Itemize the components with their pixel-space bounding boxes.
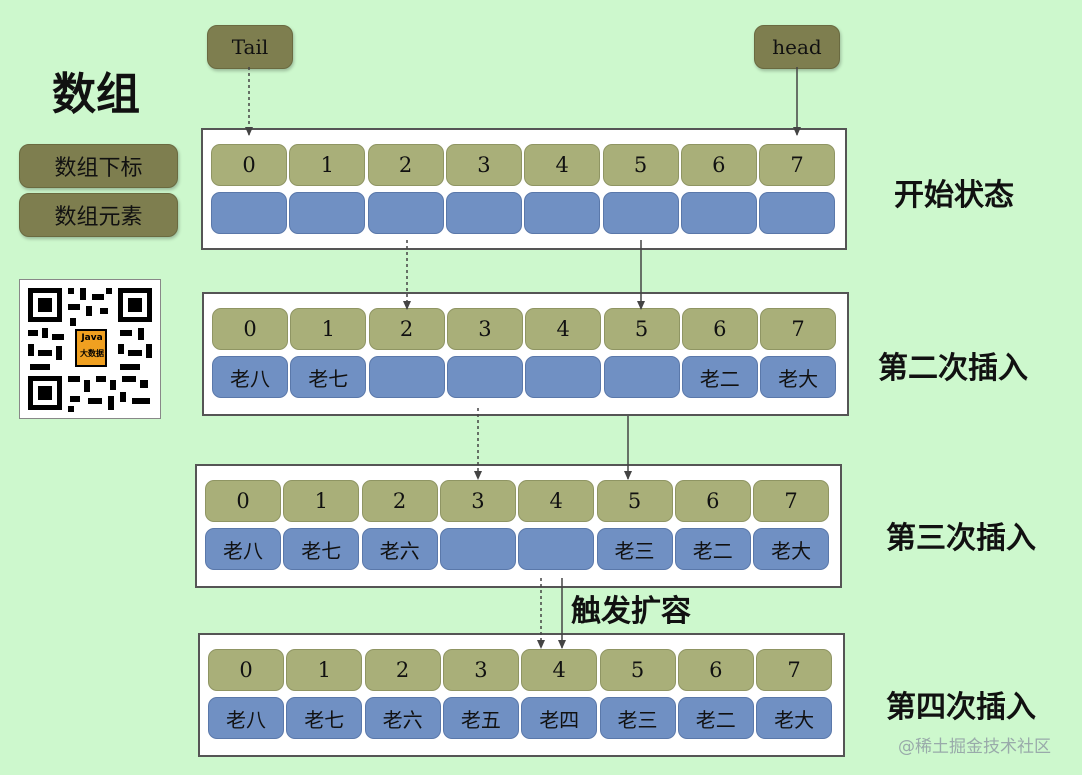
- element-cell: 老大: [753, 528, 830, 570]
- element-cell: 老四: [521, 697, 598, 739]
- index-cell: 5: [596, 480, 673, 522]
- tail-pointer-tag: Tail: [207, 25, 293, 69]
- index-cell: 7: [753, 480, 830, 522]
- index-cell: 3: [445, 144, 522, 186]
- index-cell: 5: [602, 144, 679, 186]
- index-cell: 6: [674, 480, 751, 522]
- index-cell: 6: [680, 144, 757, 186]
- element-cell: [439, 528, 516, 570]
- expand-label: 触发扩容: [571, 594, 691, 629]
- index-cell: 7: [759, 144, 836, 186]
- element-cell: 老七: [286, 697, 363, 739]
- element-cell: 老六: [364, 697, 441, 739]
- element-cell: 老八: [205, 528, 281, 570]
- page-title: 数组: [52, 69, 140, 120]
- index-cell: 2: [368, 308, 445, 350]
- element-cell: 老三: [599, 697, 676, 739]
- element-cell: [518, 528, 595, 570]
- index-cell: 2: [361, 480, 438, 522]
- index-cell: 7: [756, 649, 833, 691]
- element-cell: [602, 192, 679, 234]
- element-cell: [759, 192, 836, 234]
- element-cell: 老五: [442, 697, 519, 739]
- element-cell: [445, 192, 522, 234]
- element-cell: [603, 356, 680, 398]
- element-cell: [211, 192, 287, 234]
- qr-code: Java 大数据: [19, 279, 161, 419]
- index-cell: 1: [283, 480, 360, 522]
- index-cell: 4: [518, 480, 595, 522]
- index-cell: 0: [208, 649, 284, 691]
- element-cell: 老二: [681, 356, 758, 398]
- head-pointer-tag: head: [754, 25, 840, 69]
- qr-badge-line2: 大数据: [80, 349, 104, 358]
- element-cell: [289, 192, 366, 234]
- element-cell: 老三: [596, 528, 673, 570]
- legend-index: 数组下标: [19, 144, 178, 188]
- element-cell: [525, 356, 602, 398]
- index-cell: 0: [211, 144, 287, 186]
- index-cell: 5: [603, 308, 680, 350]
- index-cell: 1: [286, 649, 363, 691]
- element-cell: 老七: [283, 528, 360, 570]
- stage-label-fourth: 第四次插入: [886, 690, 1036, 725]
- index-cell: 6: [677, 649, 754, 691]
- element-cell: 老大: [760, 356, 837, 398]
- element-cell: [446, 356, 523, 398]
- index-cell: 7: [760, 308, 837, 350]
- element-cell: [367, 192, 444, 234]
- element-cell: 老二: [674, 528, 751, 570]
- legend-element: 数组元素: [19, 193, 178, 237]
- index-cell: 2: [367, 144, 444, 186]
- index-cell: 3: [446, 308, 523, 350]
- stage-label-start: 开始状态: [894, 178, 1014, 213]
- qr-badge-line1: Java: [81, 333, 103, 343]
- index-cell: 1: [290, 308, 367, 350]
- index-cell: 4: [524, 144, 601, 186]
- stage-label-second: 第二次插入: [878, 351, 1028, 386]
- index-cell: 5: [599, 649, 676, 691]
- element-cell: 老八: [208, 697, 284, 739]
- index-cell: 0: [205, 480, 281, 522]
- element-cell: 老二: [677, 697, 754, 739]
- stage-label-third: 第三次插入: [886, 521, 1036, 556]
- index-cell: 6: [681, 308, 758, 350]
- watermark: @稀土掘金技术社区: [898, 737, 1051, 757]
- element-cell: 老大: [756, 697, 833, 739]
- element-cell: [524, 192, 601, 234]
- index-cell: 3: [439, 480, 516, 522]
- index-cell: 4: [521, 649, 598, 691]
- element-cell: 老八: [212, 356, 288, 398]
- element-cell: [368, 356, 445, 398]
- element-cell: [680, 192, 757, 234]
- index-cell: 2: [364, 649, 441, 691]
- index-cell: 4: [525, 308, 602, 350]
- element-cell: 老六: [361, 528, 438, 570]
- index-cell: 3: [442, 649, 519, 691]
- qr-code-image: [20, 280, 160, 418]
- element-cell: 老七: [290, 356, 367, 398]
- index-cell: 0: [212, 308, 288, 350]
- index-cell: 1: [289, 144, 366, 186]
